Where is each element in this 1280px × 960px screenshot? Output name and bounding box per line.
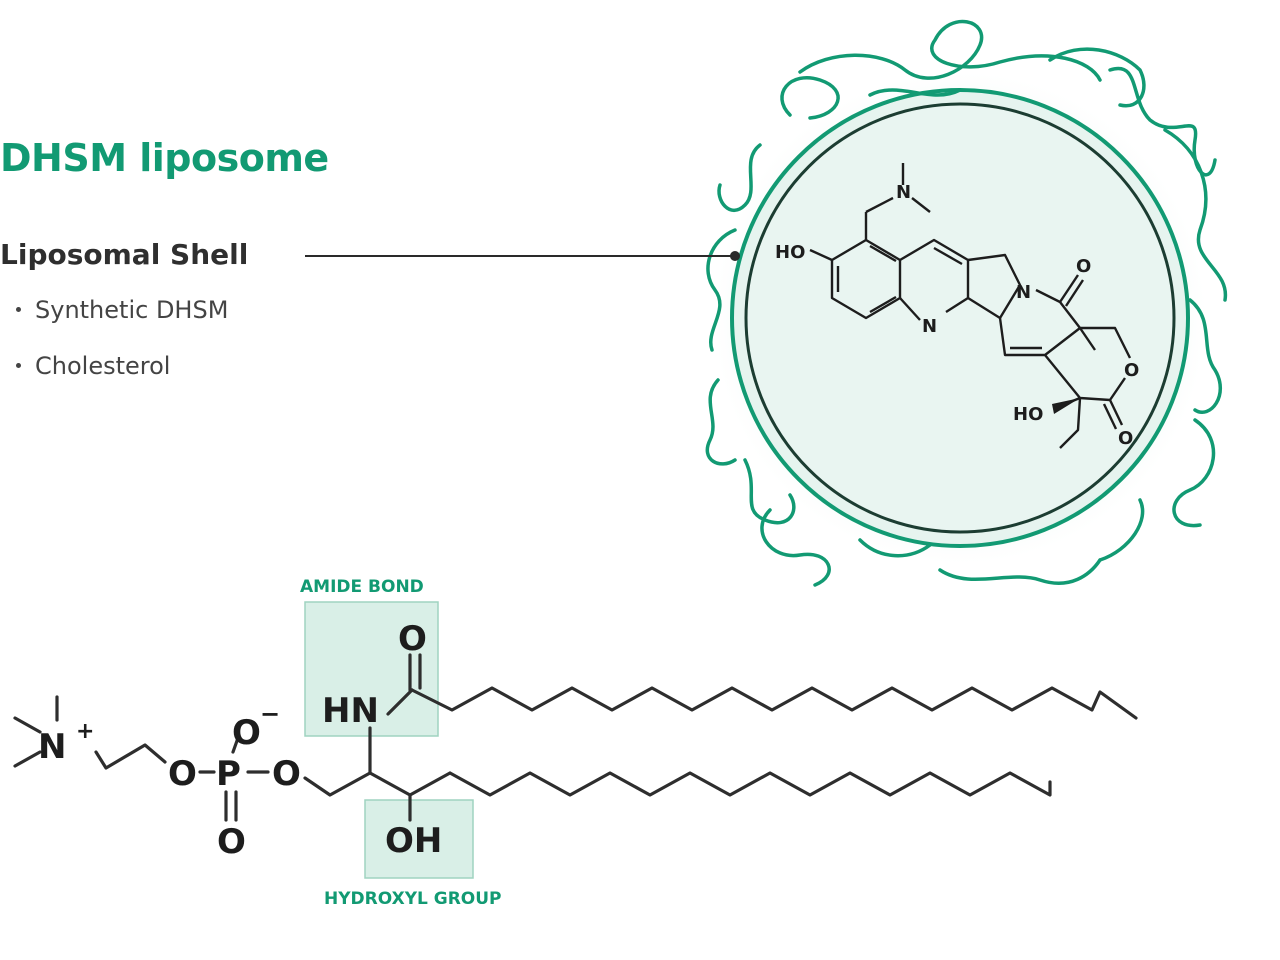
drug-atom-label: N	[896, 182, 911, 203]
lipid-atom-label: N	[38, 727, 66, 767]
dhsm-lipid-structure	[13, 653, 1138, 822]
drug-atom-label: HO	[775, 242, 805, 263]
hydroxyl-highlight-box	[364, 799, 474, 879]
lipid-charge-label: +	[76, 719, 94, 744]
stereo-wedge-icon	[1052, 398, 1080, 414]
lipid-atom-label: O	[398, 619, 427, 659]
drug-atom-label: O	[1118, 428, 1133, 449]
shell-component-label: Synthetic DHSM	[35, 296, 229, 324]
liposome-inner-ring	[744, 102, 1176, 534]
shell-component-item: Synthetic DHSM	[16, 296, 228, 324]
drug-atom-label: O	[1076, 256, 1091, 277]
lipid-charge-label: −	[260, 700, 280, 728]
lipid-atom-labels: N + O P O − O O HN O OH	[38, 619, 442, 862]
bullet-dot-icon	[16, 306, 21, 312]
drug-atom-label: N	[1016, 282, 1031, 303]
lipid-atom-label: O	[217, 822, 246, 862]
shell-component-item: Cholesterol	[16, 352, 170, 380]
drug-atom-labels: HO N N N O O O HO	[775, 182, 1139, 449]
lipid-atom-label: OH	[385, 821, 442, 861]
amide-bond-label: AMIDE BOND	[300, 577, 424, 597]
lipid-atom-label: O	[168, 754, 197, 794]
liposomal-shell-heading: Liposomal Shell	[0, 238, 249, 271]
lipid-atom-label: P	[216, 754, 241, 794]
shell-component-label: Cholesterol	[35, 352, 171, 380]
lipid-atom-label: HN	[322, 691, 379, 731]
drug-atom-label: N	[922, 316, 937, 337]
drug-atom-label: O	[1124, 360, 1139, 381]
page-title: DHSM liposome	[0, 136, 329, 180]
drug-molecule	[809, 163, 1132, 449]
lipid-atom-label: O	[232, 713, 261, 753]
lipid-tail-squiggles	[705, 19, 1228, 587]
bullet-dot-icon	[16, 362, 21, 368]
shell-connector-dot	[730, 251, 740, 261]
lipid-atom-label: O	[272, 754, 301, 794]
drug-atom-label: HO	[1013, 404, 1043, 425]
hydroxyl-group-label: HYDROXYL GROUP	[324, 889, 502, 909]
